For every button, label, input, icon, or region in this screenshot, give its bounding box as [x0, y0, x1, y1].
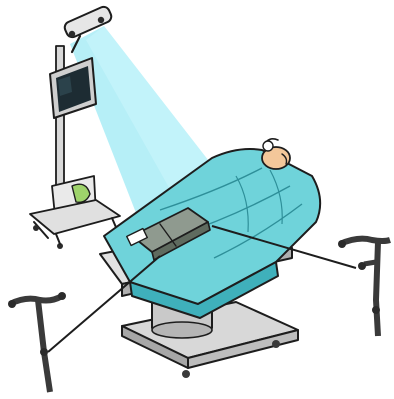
- patient-head-icon: [262, 139, 290, 169]
- right-reference-frame-icon: [338, 239, 390, 336]
- left-reference-frame-icon: [8, 292, 66, 392]
